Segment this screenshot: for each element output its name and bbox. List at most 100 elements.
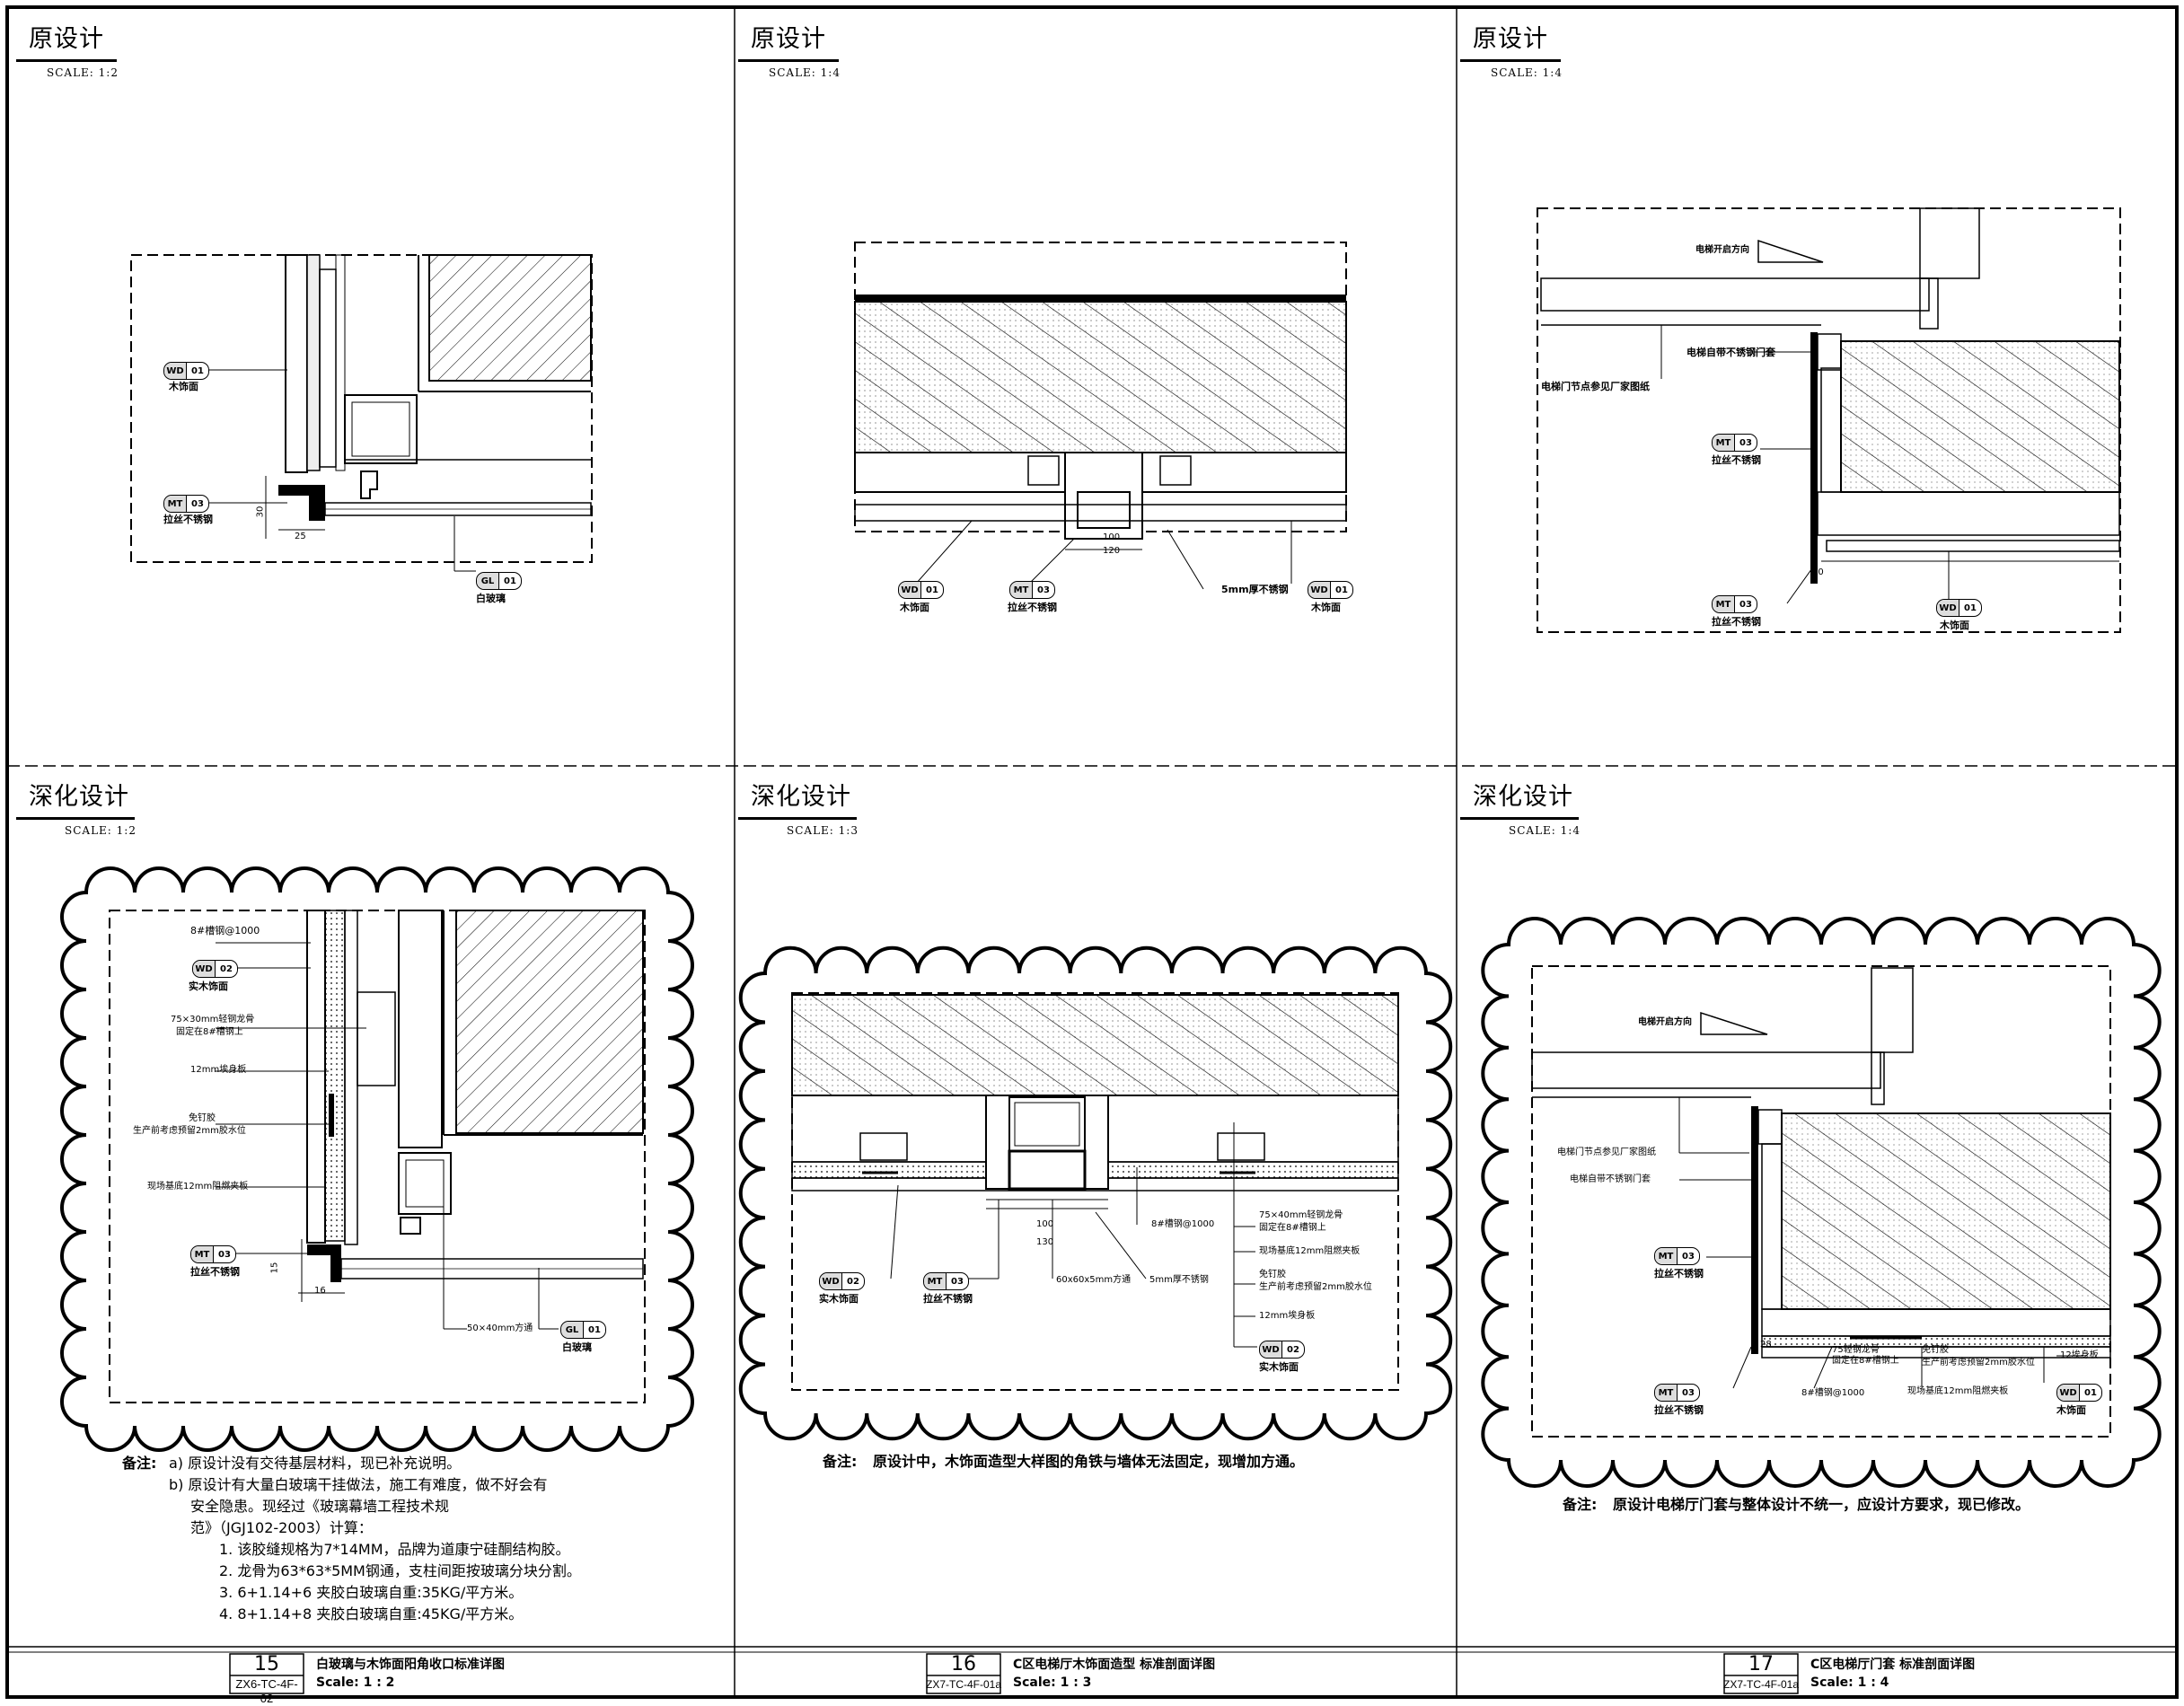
- drawing-number: 15: [254, 1653, 279, 1675]
- material-label: 固定在8#槽钢上: [1259, 1223, 1326, 1233]
- scale-label: SCALE: 1:4: [1509, 824, 1581, 837]
- material-label: 5mm厚不锈钢: [1221, 584, 1289, 595]
- direction-label: 电梯开启方向: [1638, 1017, 1692, 1027]
- material-label: 8#槽钢@1000: [1151, 1219, 1215, 1229]
- material-label: 现场基底12mm阻燃夹板: [147, 1182, 249, 1192]
- material-label: 生产前考虑预留2mm胶水位: [1922, 1358, 2035, 1367]
- material-label: 免钉胶: [1922, 1345, 1949, 1355]
- material-label: 实木饰面: [189, 981, 228, 992]
- note-text: 4. 8+1.14+8 夹胶白玻璃自重:45KG/平方米。: [219, 1605, 524, 1622]
- material-label: 电梯自带不锈钢门套: [1686, 347, 1775, 358]
- material-label: 60x60x5mm方通: [1056, 1275, 1132, 1285]
- detail-15-original: [130, 254, 593, 572]
- dimension: 16: [314, 1286, 326, 1296]
- dimension: 25: [295, 532, 306, 541]
- note-text: 3. 6+1.14+6 夹胶白玻璃自重:35KG/平方米。: [219, 1584, 524, 1601]
- material-label: 现场基底12mm阻燃夹板: [1907, 1386, 2009, 1396]
- dimension: 20: [1812, 567, 1824, 577]
- drawing-number: 16: [951, 1653, 976, 1675]
- material-label: 拉丝不锈钢: [1654, 1268, 1704, 1280]
- panel-title: 深化设计: [751, 783, 851, 811]
- panel-title: 深化设计: [29, 783, 129, 811]
- dimension: 120: [1103, 546, 1121, 556]
- material-label: 现场基底12mm阻燃夹板: [1259, 1246, 1361, 1256]
- dimension: 28: [1760, 1340, 1772, 1350]
- material-label: 电梯门节点参见厂家图纸: [1541, 381, 1650, 392]
- title-underline: [16, 59, 117, 62]
- scale-label: SCALE: 1:2: [65, 824, 136, 837]
- material-label: 实木饰面: [1259, 1361, 1299, 1373]
- material-label: 白玻璃: [562, 1341, 592, 1353]
- material-label: 8#槽钢@1000: [190, 925, 260, 937]
- material-label: 固定在8#槽钢上: [1832, 1356, 1899, 1366]
- title-underline: [16, 817, 135, 820]
- material-label: 5mm厚不锈钢: [1149, 1275, 1209, 1285]
- material-label: 拉丝不锈钢: [923, 1293, 973, 1305]
- material-label: 电梯门节点参见厂家图纸: [1557, 1148, 1656, 1157]
- material-label: 50×40mm方通: [467, 1323, 533, 1333]
- title-block-frames: [229, 1653, 1799, 1694]
- drawing-number: 17: [1748, 1653, 1774, 1675]
- note-heading: 备注:: [823, 1453, 858, 1470]
- material-label: 12mm埃身板: [190, 1065, 247, 1075]
- material-label: 固定在8#槽钢上: [176, 1027, 243, 1037]
- drawing-scale: Scale: 1 : 2: [316, 1675, 395, 1690]
- title-underline: [738, 817, 857, 820]
- drawing-scale: Scale: 1 : 4: [1810, 1675, 1889, 1690]
- material-label: 拉丝不锈钢: [190, 1266, 240, 1278]
- direction-label: 电梯开启方向: [1695, 245, 1749, 255]
- drawing-code: ZX7-TC-4F-01a: [925, 1678, 1002, 1691]
- scale-label: SCALE: 1:2: [47, 66, 119, 79]
- panel-title: 原设计: [751, 25, 826, 53]
- revision-clouds: [60, 866, 2162, 1488]
- drawing-code: ZX7-TC-4F-01a: [1722, 1678, 1800, 1691]
- dimension: 100: [1103, 532, 1121, 542]
- scale-label: SCALE: 1:4: [1491, 66, 1563, 79]
- material-label: 拉丝不锈钢: [163, 514, 213, 525]
- dimension: 30: [255, 506, 266, 518]
- detail-17-revised: [1531, 965, 2111, 1438]
- material-label: 12mm埃身板: [1259, 1311, 1316, 1321]
- note-text: 原设计电梯厅门套与整体设计不统一，应设计方要求，现已修改。: [1613, 1496, 2030, 1513]
- material-label: 拉丝不锈钢: [1008, 602, 1057, 613]
- dimension: 15: [269, 1262, 280, 1274]
- note-text: 2. 龙骨为63*63*5MM钢通，支柱间距按玻璃分块分割。: [219, 1562, 581, 1579]
- material-label: 75×40mm轻钢龙骨: [1259, 1210, 1343, 1220]
- material-label: 木饰面: [1940, 620, 1969, 631]
- panel-title: 原设计: [1473, 25, 1548, 53]
- panel-title: 深化设计: [1473, 783, 1573, 811]
- material-label: 拉丝不锈钢: [1654, 1404, 1704, 1416]
- dimension: 100: [1036, 1219, 1054, 1229]
- material-label: 75轻钢龙骨: [1832, 1345, 1880, 1355]
- drawing-code: ZX6-TC-4F-02: [235, 1677, 298, 1705]
- material-label: 免钉胶: [1259, 1270, 1286, 1280]
- title-underline: [738, 59, 839, 62]
- material-label: 木饰面: [2056, 1404, 2086, 1416]
- note-text: 原设计中，木饰面造型大样图的角铁与墙体无法固定，现增加方通。: [873, 1453, 1305, 1470]
- detail-16-original: [854, 242, 1347, 590]
- note-text: b) 原设计有大量白玻璃干挂做法，施工有难度，做不好会有: [169, 1476, 548, 1493]
- detail-17-original: [1537, 207, 2121, 633]
- material-label: 75×30mm轻钢龙骨: [171, 1015, 255, 1024]
- dimension: 130: [1036, 1237, 1054, 1247]
- material-label: 8#槽钢@1000: [1801, 1388, 1865, 1398]
- scale-label: SCALE: 1:4: [769, 66, 841, 79]
